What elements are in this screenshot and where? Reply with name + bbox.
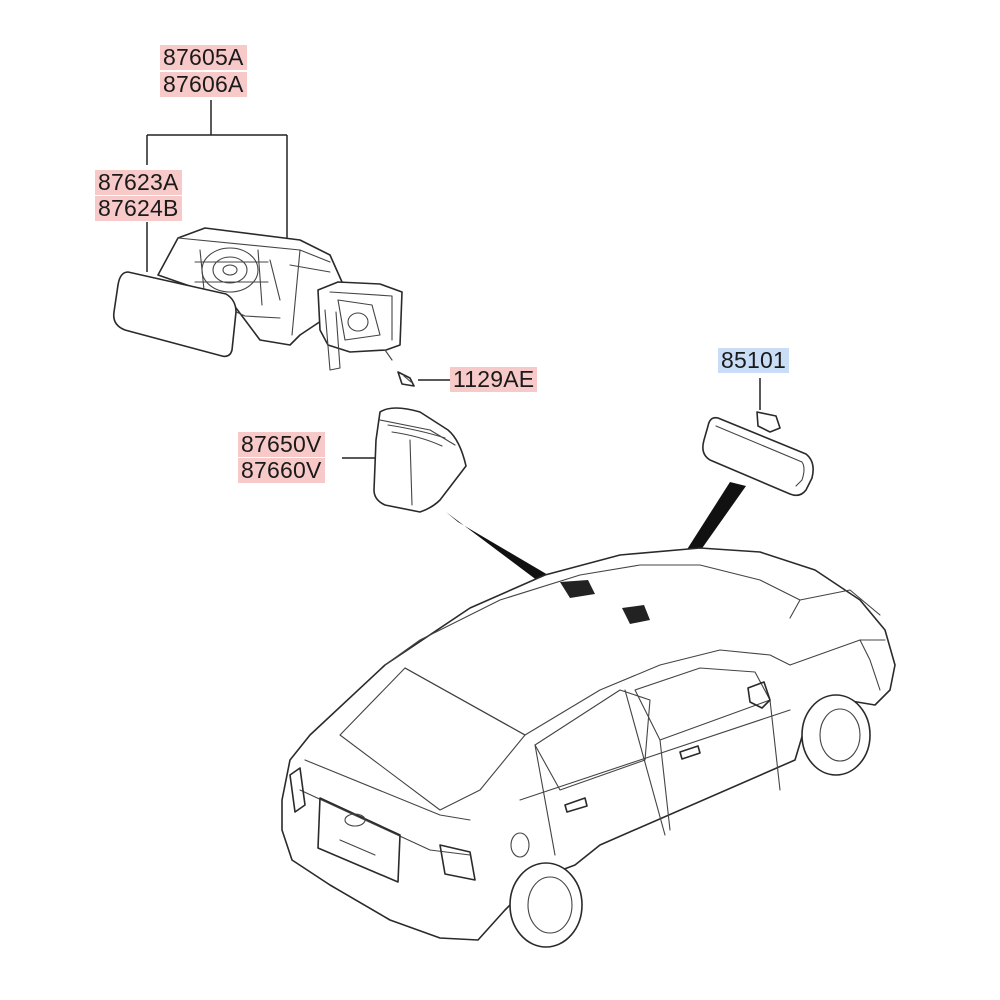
inside-mirror	[702, 411, 814, 497]
mirror-cover	[373, 407, 467, 513]
label-87606a: 87606A	[160, 72, 247, 97]
car-drawing	[281, 547, 896, 948]
label-87660v: 87660V	[238, 458, 325, 483]
label-87650v: 87650V	[238, 432, 325, 457]
outside-mirror-assembly	[157, 227, 415, 387]
label-87623a: 87623A	[95, 170, 182, 195]
label-1129ae: 1129AE	[450, 367, 538, 392]
label-87605a: 87605A	[160, 45, 247, 70]
label-85101: 85101	[718, 348, 789, 373]
mirror-glass	[112, 271, 237, 358]
leader-lines	[146, 100, 761, 459]
label-87624b: 87624B	[95, 196, 182, 221]
